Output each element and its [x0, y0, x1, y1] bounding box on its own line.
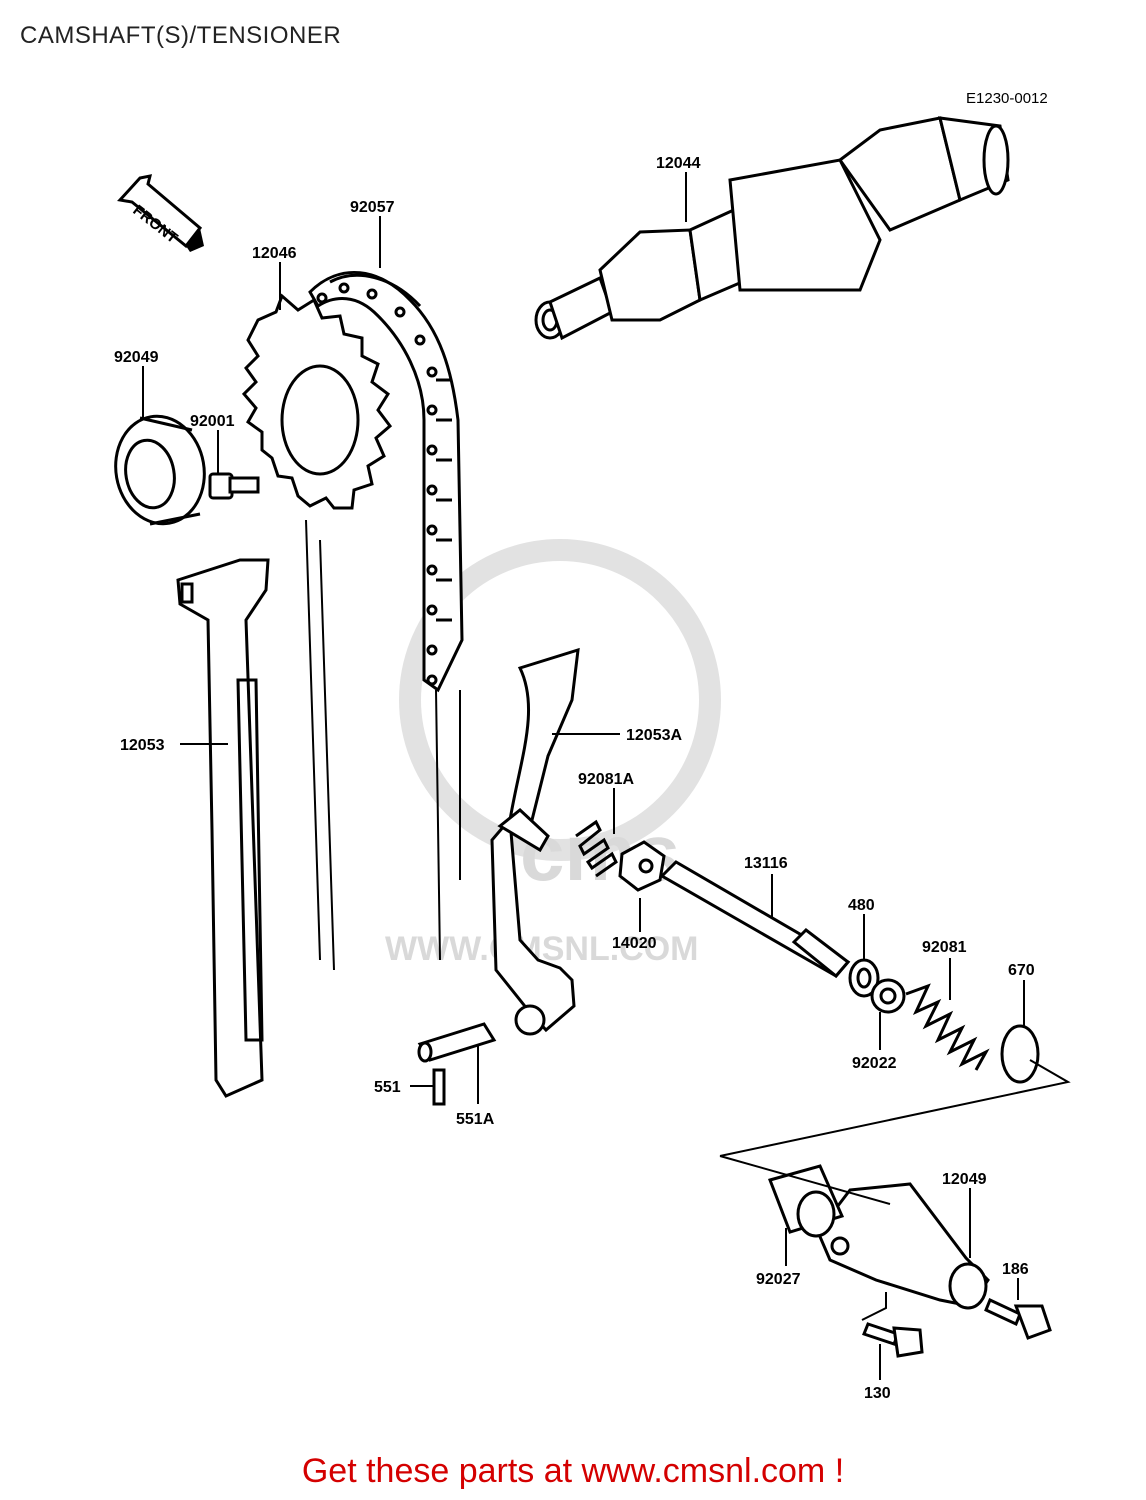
- leader-lines: [142, 172, 1071, 1380]
- label-92081: 92081: [922, 939, 967, 956]
- label-130: 130: [864, 1385, 891, 1402]
- label-92022: 92022: [852, 1055, 897, 1072]
- label-480: 480: [848, 897, 875, 914]
- spring-92081: [905, 983, 990, 1071]
- chain-dashed-guides: [305, 519, 461, 971]
- oil-seal-92049: [114, 414, 206, 526]
- label-14020: 14020: [612, 935, 657, 952]
- label-92049: 92049: [114, 349, 159, 366]
- o-ring-670: [1000, 1024, 1040, 1084]
- label-12044: 12044: [656, 155, 701, 172]
- label-92027: 92027: [756, 1271, 801, 1288]
- chain-guide-12053A: [490, 647, 580, 1036]
- label-12053A: 12053A: [626, 727, 682, 744]
- label-12053: 12053: [120, 737, 165, 754]
- label-551A: 551A: [456, 1111, 495, 1128]
- spring-92081A: [575, 819, 618, 878]
- diagram-code: E1230-0012: [966, 90, 1048, 107]
- label-670: 670: [1008, 962, 1035, 979]
- washer-92022: [870, 978, 906, 1014]
- page-title: CAMSHAFT(S)/TENSIONER: [20, 22, 342, 49]
- footer-promo-link[interactable]: Get these parts at www.cmsnl.com !: [301, 1452, 845, 1490]
- label-92001: 92001: [190, 413, 235, 430]
- label-186: 186: [1002, 1261, 1029, 1278]
- chain-guide-12053: [176, 558, 270, 1098]
- part-labels: 12044 92057 12046 92049 92001 12053 1205…: [114, 155, 1035, 1402]
- bolt-92001: [208, 472, 260, 500]
- sprocket-12046: [241, 293, 393, 510]
- front-arrow: FRONT: [117, 174, 204, 252]
- label-551: 551: [374, 1079, 401, 1096]
- label-12046: 12046: [252, 245, 297, 262]
- rod-13116: [659, 860, 851, 979]
- chain-92057: [308, 271, 464, 693]
- tensioner-housing-12049: [816, 1182, 990, 1310]
- label-92057: 92057: [350, 199, 395, 216]
- bolt-186: [984, 1297, 1052, 1340]
- label-92081A: 92081A: [578, 771, 634, 788]
- collar-92027: [768, 1164, 845, 1238]
- label-12049: 12049: [942, 1171, 987, 1188]
- label-13116: 13116: [744, 855, 788, 872]
- pin-551A: [417, 1022, 497, 1063]
- pin-551: [432, 1068, 446, 1106]
- camshaft-12044: [534, 116, 1010, 341]
- block-14020: [618, 840, 666, 892]
- bolt-130: [862, 1322, 924, 1358]
